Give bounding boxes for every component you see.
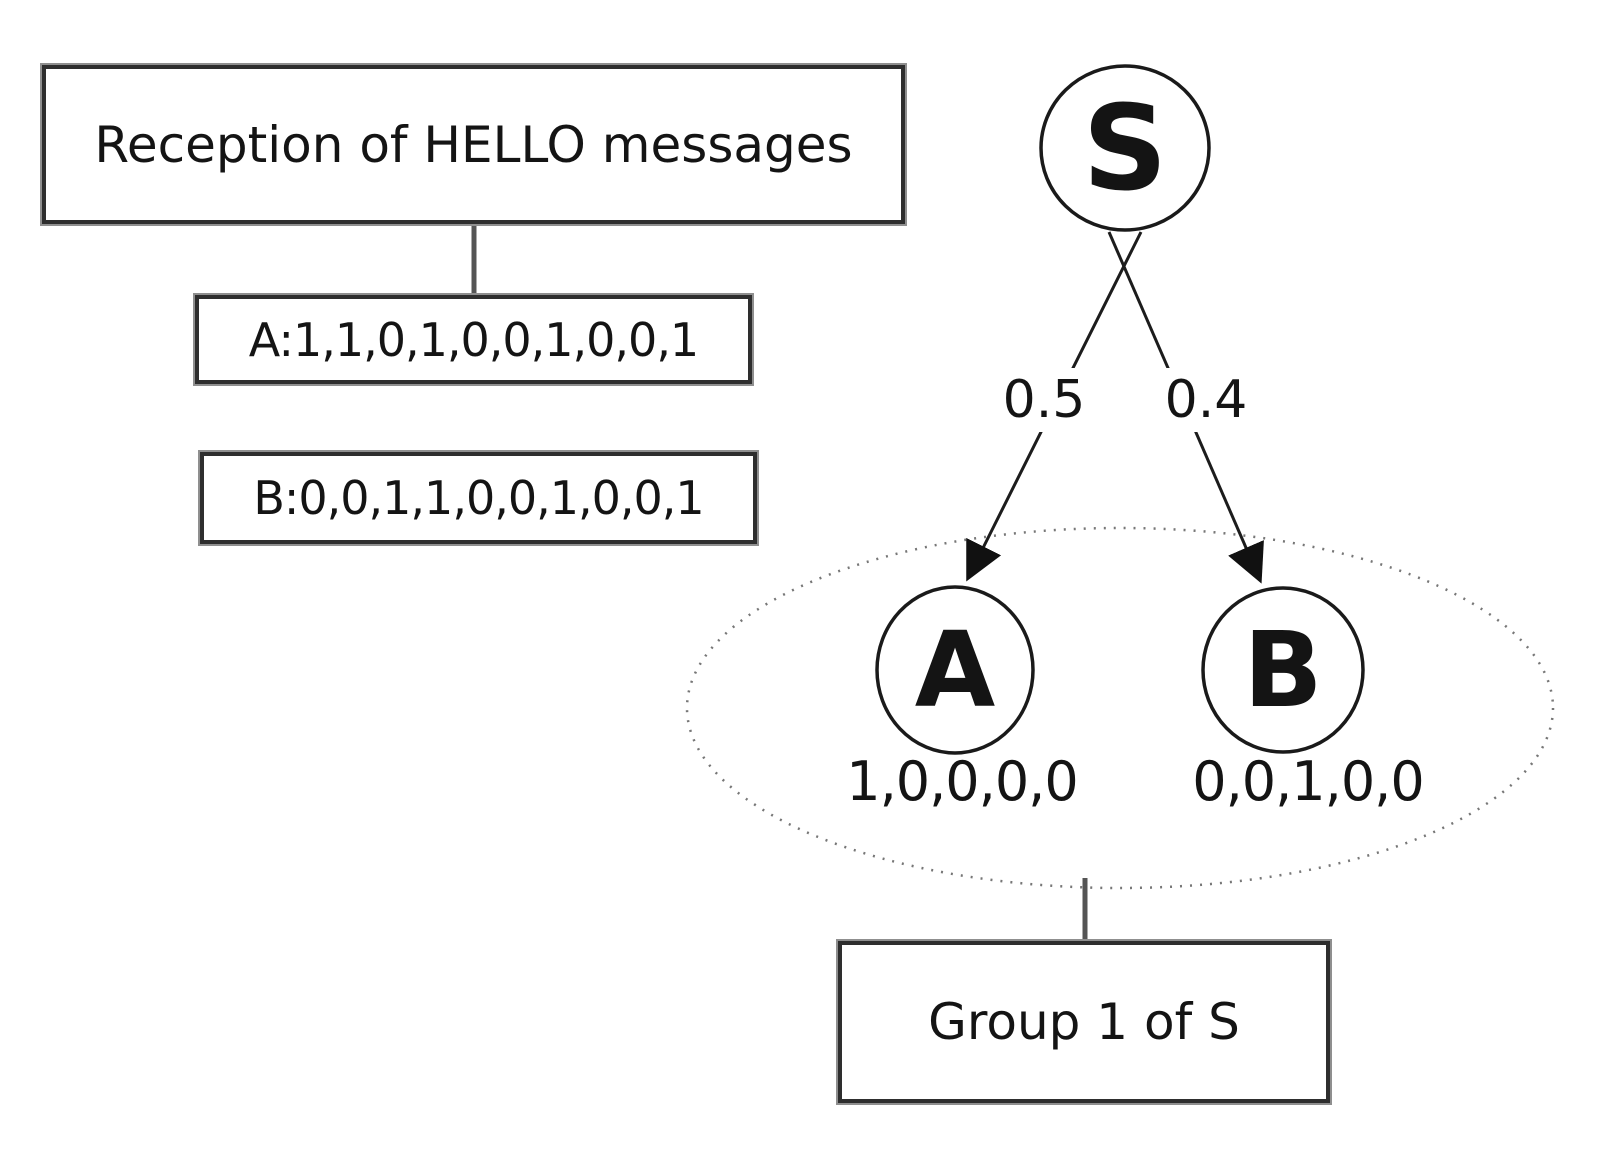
edge-sa-weight: 0.5	[975, 368, 1113, 432]
node-a-circle	[875, 585, 1035, 755]
edge-sb-weight: 0.4	[1137, 368, 1275, 432]
message-b-label: B:0,0,1,1,0,0,1,0,0,1	[253, 471, 704, 525]
group-box-label: Group 1 of S	[928, 993, 1240, 1051]
group-box: Group 1 of S	[836, 939, 1332, 1105]
reception-box: Reception of HELLO messages	[40, 63, 907, 226]
message-a-label: A:1,1,0,1,0,0,1,0,0,1	[248, 312, 699, 367]
message-b-box: B:0,0,1,1,0,0,1,0,0,1	[198, 450, 759, 546]
node-a-letter: A	[914, 609, 996, 731]
message-a-box: A:1,1,0,1,0,0,1,0,0,1	[193, 293, 754, 386]
node-s-label: S	[1041, 66, 1209, 230]
node-s-circle	[1039, 64, 1211, 232]
reception-box-label: Reception of HELLO messages	[94, 115, 853, 174]
vector-a-label: 1,0,0,0,0	[832, 748, 1092, 814]
edge-sb-weight-value: 0.4	[1164, 370, 1248, 430]
node-b-label: B	[1203, 588, 1363, 752]
node-s-letter: S	[1082, 79, 1168, 217]
node-b-letter: B	[1243, 609, 1323, 731]
vector-b-label: 0,0,1,0,0	[1178, 748, 1438, 814]
vector-a-value: 1,0,0,0,0	[846, 749, 1078, 813]
edge-sa-weight-value: 0.5	[1002, 370, 1086, 430]
node-b-circle	[1201, 586, 1365, 754]
vector-b-value: 0,0,1,0,0	[1192, 749, 1424, 813]
node-a-label: A	[877, 587, 1033, 753]
group-ellipse	[685, 526, 1555, 890]
